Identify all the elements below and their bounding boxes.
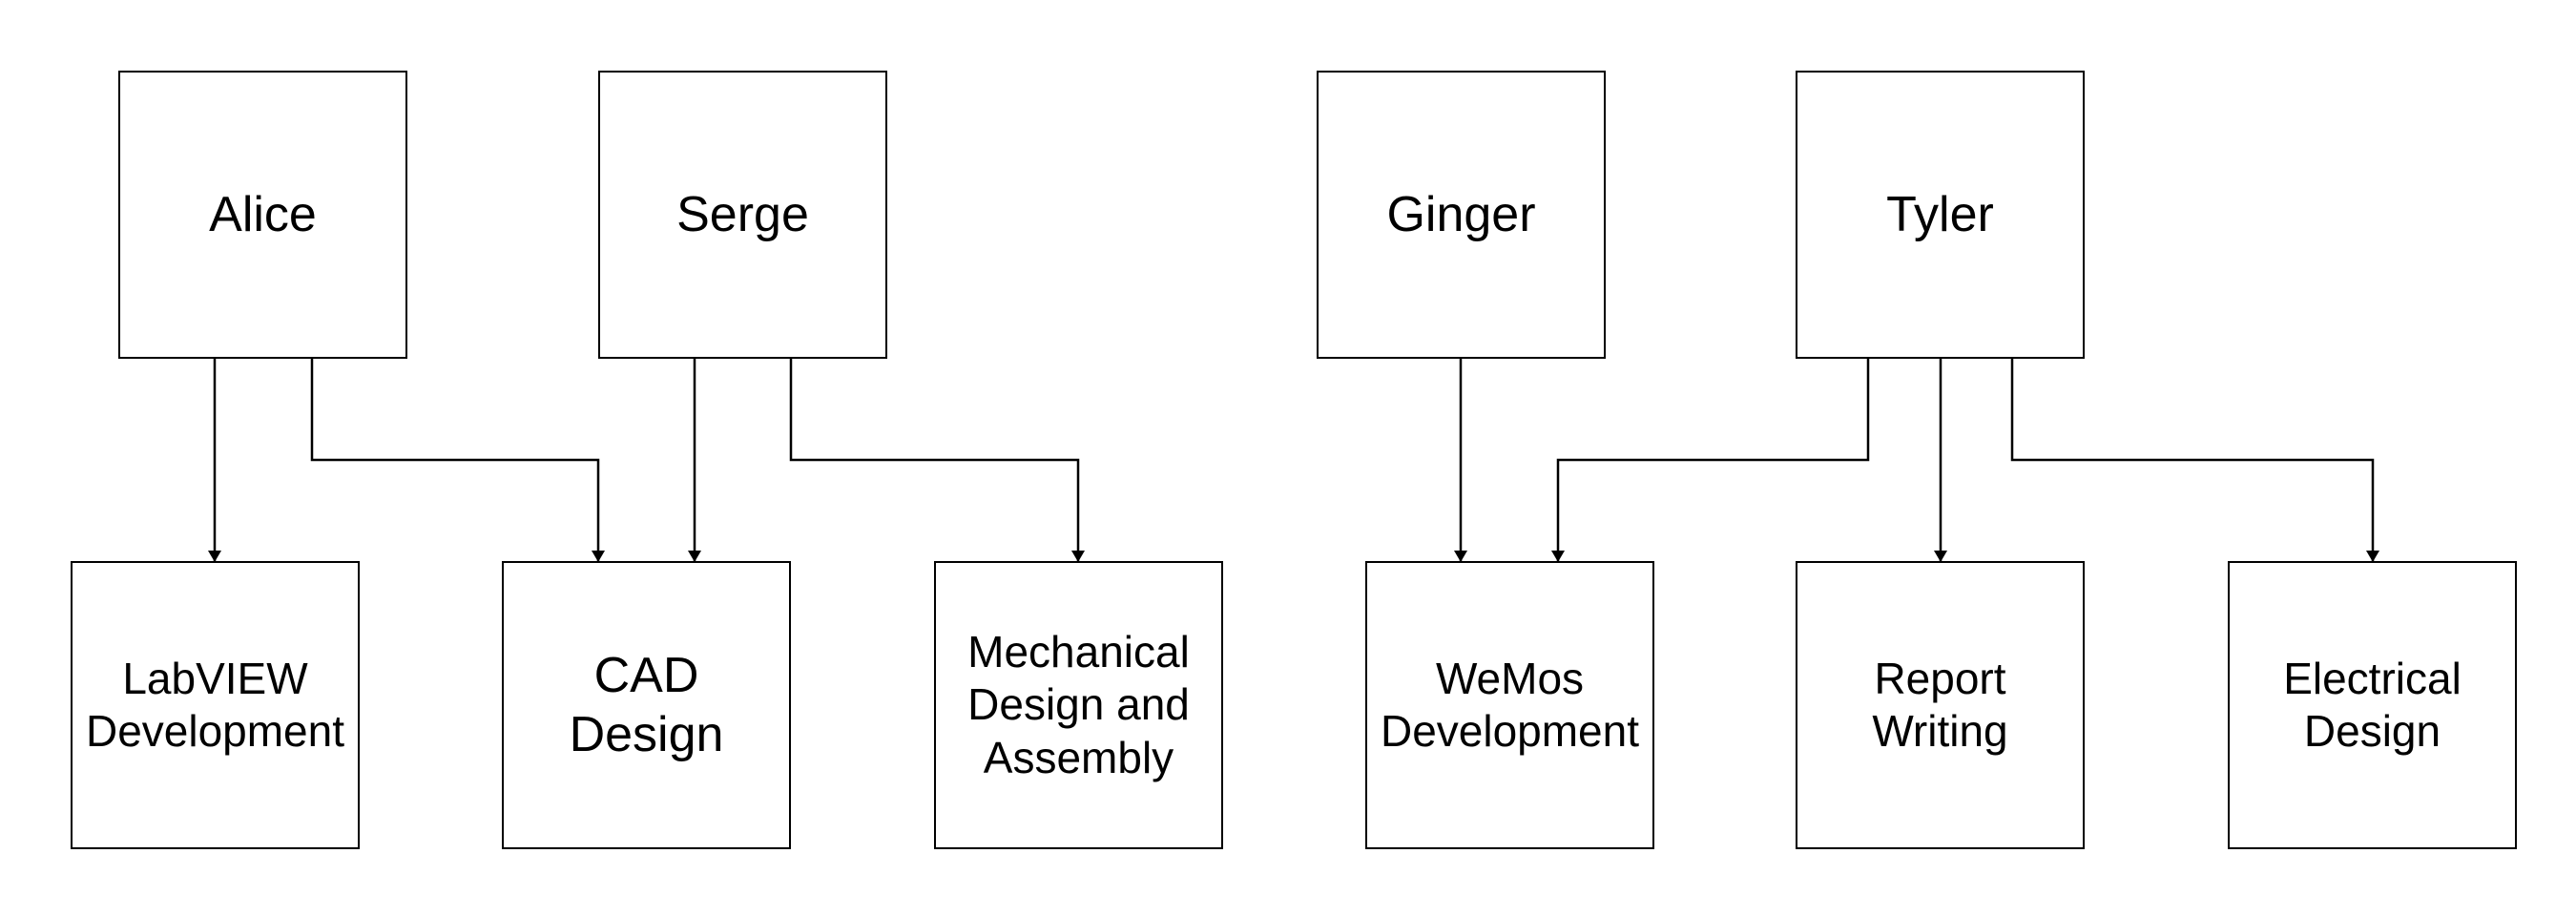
person-label-alice: Alice [209, 186, 317, 242]
arrow-tyler-wemos [1551, 359, 1870, 562]
task-label-cad: CAD Design [569, 647, 724, 762]
arrow-alice-cad [310, 359, 605, 562]
person-label-serge: Serge [676, 186, 809, 242]
task-box-labview: LabVIEW Development [71, 561, 360, 849]
person-box-serge: Serge [598, 71, 887, 359]
task-box-mechanical: Mechanical Design and Assembly [934, 561, 1223, 849]
task-box-cad: CAD Design [502, 561, 791, 849]
arrow-tyler-electrical [2010, 359, 2379, 562]
person-label-ginger: Ginger [1386, 186, 1536, 242]
task-box-electrical: Electrical Design [2228, 561, 2517, 849]
task-box-report: Report Writing [1796, 561, 2085, 849]
person-box-tyler: Tyler [1796, 71, 2085, 359]
task-label-wemos: WeMos Development [1380, 653, 1640, 756]
task-label-electrical: Electrical Design [2283, 653, 2462, 756]
task-label-report: Report Writing [1872, 653, 2008, 756]
person-box-alice: Alice [118, 71, 407, 359]
task-box-wemos: WeMos Development [1365, 561, 1654, 849]
person-box-ginger: Ginger [1317, 71, 1606, 359]
task-label-mechanical: Mechanical Design and Assembly [967, 627, 1190, 782]
task-label-labview: LabVIEW Development [85, 653, 345, 756]
arrow-serge-mechanical [789, 359, 1085, 562]
person-label-tyler: Tyler [1886, 186, 1994, 242]
